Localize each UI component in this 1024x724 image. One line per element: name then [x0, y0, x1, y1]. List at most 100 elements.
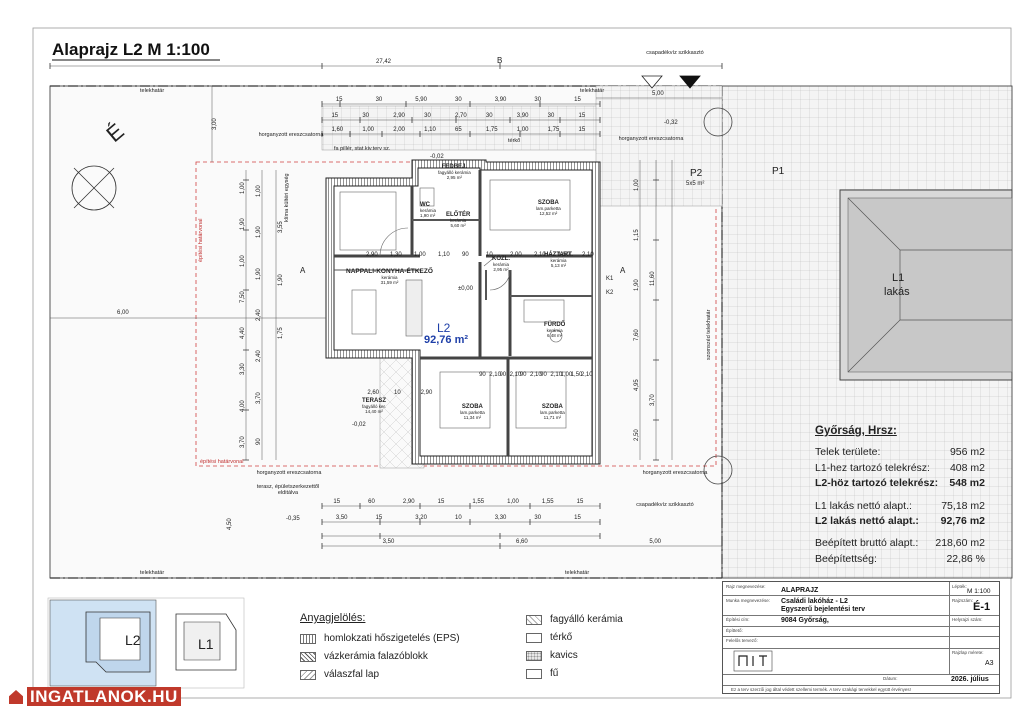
dimension-value: 1,30 [390, 252, 402, 258]
dimension-lines [49, 65, 722, 578]
dimension-value: 2,90 [402, 499, 415, 505]
label-horgany-2: horganyzott ereszcsatorna [618, 136, 684, 142]
label-telekhatar-3: telekhatár [140, 570, 165, 576]
legend-title: Anyagjelölés: [300, 612, 366, 624]
dimension-value: 1,75 [278, 327, 284, 340]
dimension-value: 2,70 [455, 113, 467, 119]
site-info-label: L2 lakás nettó alapt.: [815, 515, 919, 528]
legend-item-vaz: vázkerámia falazóblokk [300, 651, 428, 662]
dimension-value: 3,70 [240, 436, 246, 448]
dimension-value: 3,20 [415, 515, 427, 521]
dimension-value: 2,40 [256, 309, 262, 321]
eps-swatch-icon [300, 633, 316, 644]
site-info-row: L2 lakás nettó alapt.:92,76 m2 [815, 514, 985, 529]
dim-total: 27,42 [376, 59, 392, 65]
site-info-value: 218,60 m2 [935, 537, 985, 550]
unit-area: 92,76 m² [424, 334, 469, 346]
tb-munka2: Egyszerű bejelentési terv [781, 606, 866, 613]
label-klima: klíma kültéri egység [284, 173, 290, 222]
legend-item-kav: kavics [526, 650, 578, 661]
keymap-l1: L1 [198, 636, 214, 652]
keymap-l2: L2 [125, 632, 141, 648]
dimension-value: 1,10 [438, 252, 450, 258]
tb-munka1: Családi lakóház - L2 [781, 598, 848, 605]
dimension-value: 10 [394, 390, 401, 396]
dimension-value: 1,00 [240, 254, 246, 267]
site-info-row: Telek területe:956 m2 [815, 445, 985, 460]
parking-p2 [595, 85, 723, 207]
dimension-value: 3,70 [650, 394, 656, 406]
room-nappali: NAPPALI-KONYHA-ÉTKEZŐ kerámia 31,59 m² [346, 268, 433, 285]
dimension-value: 11,60 [650, 271, 656, 286]
dimension-value: 4,40 [240, 327, 246, 340]
site-info-row: Beépített bruttó alapt.: 218,60 m2 [815, 536, 985, 551]
dimension-value: 3,90 [494, 97, 507, 103]
dimension-value: 5,00 [649, 539, 662, 545]
site-info-row: L1-hez tartozó telekrész:408 m2 [815, 461, 985, 476]
dimension-value: 6,60 [516, 539, 528, 545]
dimension-value: 2,10 [580, 372, 593, 378]
site-info-value: 22,86 % [946, 552, 985, 565]
level-002: -0,02 [430, 154, 444, 160]
site-info-label: Beépítettség: [815, 552, 877, 565]
site-info-row: L2-höz tartozó telekrész:548 m2 [815, 476, 985, 491]
level-terasz: -0,02 [352, 422, 366, 428]
dimension-value: 2,50 [634, 429, 640, 441]
tb-rajz: ALAPRAJZ [781, 587, 819, 594]
dimension-value: 90 [499, 372, 507, 378]
label-szomszed: szomszéd telekhatár [706, 309, 712, 360]
level-035: -0,35 [286, 516, 300, 522]
dimension-value: 10 [486, 252, 493, 258]
dimension-value: 3,30 [494, 515, 507, 521]
l2-building [325, 159, 601, 465]
site-info-value: 548 m2 [949, 477, 985, 490]
dimension-value: 5,90 [415, 97, 427, 103]
dimension-value: 30 [424, 113, 431, 119]
room-wc: WC kerámia 1,90 m² [420, 202, 437, 218]
tb-rajz-label: Rajz megnevezése: [726, 584, 766, 589]
legend-item-val: válaszfal lap [300, 669, 379, 680]
site-info-value: 956 m2 [949, 446, 985, 459]
dimension-value: 2,00 [510, 252, 522, 258]
dimension-value: 3,70 [256, 392, 262, 404]
dimension-value: 1,90 [278, 274, 284, 286]
legend-label: homlokzati hőszigetelés (EPS) [324, 633, 460, 644]
tb-meret-label: Rajzlap mérete: [952, 650, 984, 655]
section-b: B [497, 56, 503, 65]
tb-hrsz-label: Helyrajzi szám: [952, 617, 983, 622]
section-a-left: A [300, 266, 306, 275]
dim-left-top: 3,00 [212, 118, 218, 130]
tb-cim: 9084 Győrság, [781, 617, 829, 624]
level-000: ±0,00 [458, 286, 473, 292]
rainwater-tank-top [703, 107, 733, 137]
dimension-value: 4,95 [634, 379, 640, 391]
dimension-value: 15 [335, 97, 343, 103]
dimension-value: 2,10 [534, 252, 546, 258]
kav-swatch-icon [526, 650, 542, 661]
dimension-value: 90 [256, 438, 262, 446]
dimension-value: 1,15 [634, 229, 640, 241]
dimension-value: 2,10 [509, 372, 522, 378]
dimension-value: 1,90 [256, 226, 262, 239]
label-telekhatar-4: telekhatár [565, 570, 590, 576]
vaz-swatch-icon [300, 651, 316, 662]
site-info-value: 75,18 m2 [941, 499, 985, 512]
furniture [339, 179, 571, 429]
site-info-label: Beépített bruttó alapt.: [815, 537, 919, 550]
dimension-value: 30 [455, 97, 462, 103]
legend-label: térkő [550, 632, 573, 643]
label-terko: térkő [508, 138, 521, 144]
label-terasz-epulet: terasz, épületszerkezettől elditálva [256, 484, 320, 496]
dimension-value: 60 [368, 499, 375, 505]
dimension-value: 1,75 [485, 127, 498, 133]
tb-meret: A3 [985, 660, 994, 667]
tb-datum-label: Dátum: [883, 676, 898, 681]
legend-label: kavics [550, 650, 578, 661]
dimension-value: 2,90 [420, 390, 433, 396]
p2-sub: 5x5 m² [686, 181, 705, 187]
dimension-value: 30 [534, 515, 542, 521]
terko-swatch-icon [526, 632, 542, 643]
tb-felelos-label: Felelős tervező: [726, 638, 758, 643]
legend-label: vázkerámia falazóblokk [324, 651, 428, 662]
dimension-value: 15 [576, 499, 584, 505]
